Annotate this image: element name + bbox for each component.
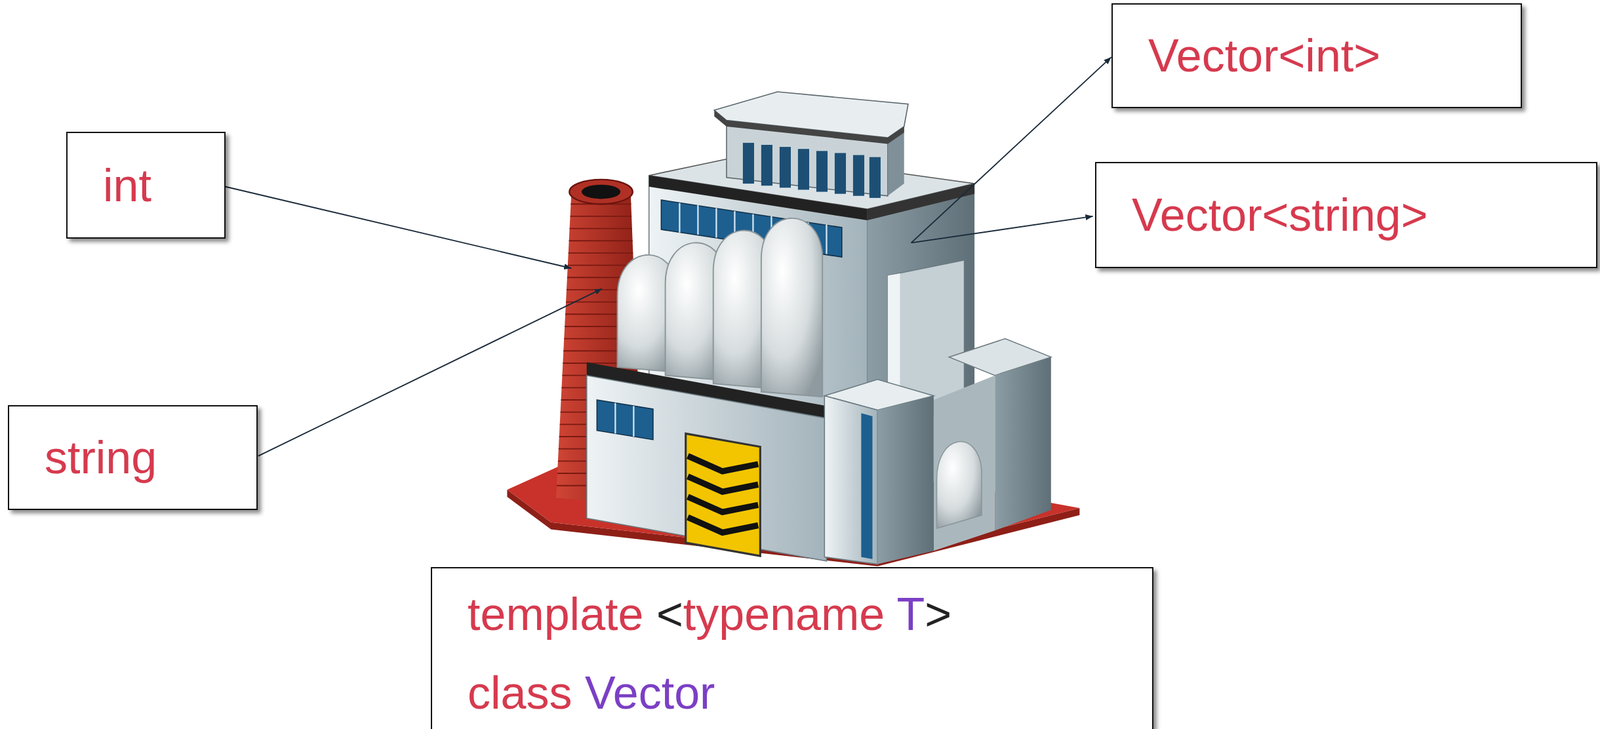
lower-building bbox=[687, 456, 759, 534]
chimney bbox=[550, 252, 654, 254]
code-token: < bbox=[656, 588, 684, 640]
roof-cupola bbox=[816, 150, 828, 192]
main-building bbox=[697, 205, 699, 235]
roof-cupola bbox=[869, 157, 881, 199]
code-token: template bbox=[467, 588, 644, 640]
code-token bbox=[884, 588, 897, 640]
type-box: string bbox=[7, 405, 258, 511]
roof-cupola bbox=[853, 155, 865, 197]
right-towers bbox=[937, 441, 982, 529]
leader-lines bbox=[225, 186, 572, 269]
lower-building bbox=[687, 476, 759, 492]
arch-tubes bbox=[617, 218, 823, 397]
type-label: Vector<int> bbox=[1148, 28, 1381, 84]
roof-cupola bbox=[742, 142, 755, 184]
type-label: Vector<string> bbox=[1131, 187, 1428, 243]
main-building bbox=[825, 224, 827, 254]
roof-cupola bbox=[761, 144, 773, 186]
code-token: Vector bbox=[584, 667, 715, 719]
roof-cupola bbox=[714, 91, 909, 199]
roof-cupola bbox=[714, 110, 904, 144]
leader-lines bbox=[225, 57, 1112, 456]
type-box: int bbox=[66, 131, 226, 239]
code-token bbox=[571, 667, 585, 719]
lower-building bbox=[586, 361, 827, 561]
type-box: Vector<int> bbox=[1111, 3, 1522, 109]
leader-lines bbox=[911, 57, 1112, 243]
template-code: template <typename T> class Vector bbox=[467, 575, 1006, 729]
leader-lines bbox=[911, 216, 1094, 243]
roof-cupola bbox=[798, 148, 810, 190]
leader-lines bbox=[258, 288, 602, 456]
code-token: class bbox=[467, 667, 572, 719]
lower-building bbox=[685, 433, 761, 557]
chimney bbox=[550, 240, 654, 242]
code-token: > bbox=[924, 588, 952, 640]
lower-building bbox=[586, 375, 827, 562]
chimney bbox=[550, 215, 654, 218]
type-label: string bbox=[44, 430, 157, 486]
roof-cupola bbox=[834, 152, 846, 194]
lower-building bbox=[615, 403, 634, 437]
code-token: typename bbox=[683, 588, 885, 640]
lower-building bbox=[687, 456, 759, 472]
lower-building bbox=[596, 400, 654, 440]
right-towers bbox=[860, 413, 873, 560]
right-towers bbox=[877, 396, 934, 565]
right-towers bbox=[994, 357, 1052, 532]
right-towers bbox=[824, 396, 878, 565]
chimney bbox=[550, 228, 654, 230]
roof-cupola bbox=[779, 146, 791, 188]
main-building bbox=[715, 207, 717, 238]
right-towers bbox=[933, 375, 995, 552]
lower-building bbox=[687, 497, 759, 513]
chimney bbox=[581, 184, 621, 200]
chimney bbox=[569, 179, 633, 204]
lower-building bbox=[632, 405, 635, 437]
arch-tubes bbox=[761, 218, 823, 397]
template-box: template <typename T> class Vector bbox=[430, 567, 1154, 729]
roof-cupola bbox=[742, 142, 881, 199]
type-label: int bbox=[102, 158, 152, 214]
lower-building bbox=[614, 403, 616, 435]
code-token bbox=[643, 588, 656, 640]
right-towers bbox=[824, 260, 1051, 565]
lower-building bbox=[687, 517, 759, 533]
type-box: Vector<string> bbox=[1095, 161, 1598, 269]
code-token: T bbox=[896, 588, 925, 640]
main-building bbox=[678, 203, 680, 233]
